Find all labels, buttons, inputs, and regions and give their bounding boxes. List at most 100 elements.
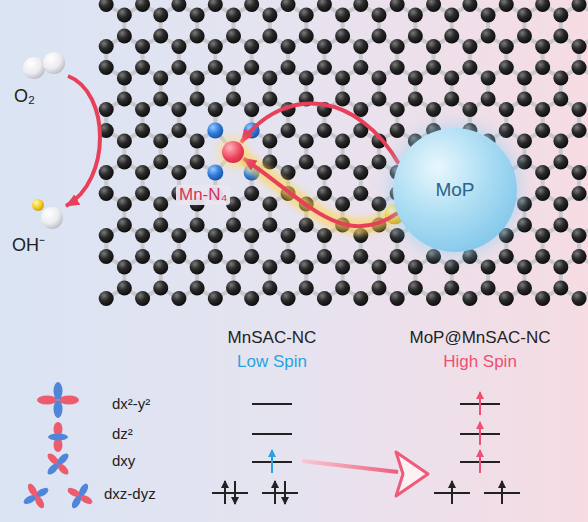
carbon-atom: [317, 291, 332, 306]
carbon-atom: [299, 281, 314, 296]
carbon-atom: [262, 8, 277, 23]
carbon-atom: [499, 123, 514, 138]
molecule-label: OH⁻: [12, 235, 45, 256]
carbon-atom: [244, 102, 259, 117]
reaction-arrow: [66, 76, 100, 206]
carbon-atom: [153, 71, 168, 86]
carbon-atom: [299, 29, 314, 44]
carbon-atom: [226, 8, 241, 23]
carbon-atom: [171, 249, 186, 264]
carbon-atom: [390, 102, 405, 117]
carbon-atom: [517, 71, 532, 86]
carbon-atom: [572, 123, 587, 138]
carbon-atom: [117, 197, 132, 212]
lattice-atoms: [99, 0, 588, 306]
carbon-atom: [335, 29, 350, 44]
carbon-atom: [99, 0, 114, 12]
carbon-atom: [553, 218, 568, 233]
carbon-atom: [572, 165, 587, 180]
orbital-lobe: [37, 396, 57, 405]
carbon-atom: [390, 60, 405, 75]
mn-atom: Mn-N₄: [222, 141, 244, 163]
carbon-atom: [317, 186, 332, 201]
carbon-atom: [444, 29, 459, 44]
carbon-atom: [371, 71, 386, 86]
carbon-atom: [572, 291, 587, 306]
transition-arrow-head: [396, 452, 428, 496]
spin-up-electron: [479, 422, 481, 445]
carbon-atom: [117, 155, 132, 170]
carbon-atom: [117, 71, 132, 86]
carbon-atom: [190, 281, 205, 296]
carbon-atom: [171, 123, 186, 138]
carbon-atom: [353, 39, 368, 54]
carbon-atom: [99, 228, 114, 243]
orbital-dxy: [38, 444, 78, 484]
carbon-atom: [281, 39, 296, 54]
carbon-atom: [553, 155, 568, 170]
carbon-atom: [99, 39, 114, 54]
carbon-atom: [226, 92, 241, 107]
carbon-atom: [408, 8, 423, 23]
carbon-atom: [117, 218, 132, 233]
energy-levels-high-spin: [434, 404, 520, 493]
carbon-atom: [553, 134, 568, 149]
carbon-atom: [553, 281, 568, 296]
carbon-atom: [371, 29, 386, 44]
orbital-dz2: [48, 422, 68, 452]
carbon-atom: [190, 92, 205, 107]
carbon-atom: [335, 281, 350, 296]
carbon-atom: [262, 260, 277, 275]
carbon-atom: [190, 218, 205, 233]
carbon-atom: [426, 60, 441, 75]
carbon-atom: [208, 228, 223, 243]
energy-level: [252, 403, 292, 405]
carbon-atom: [117, 8, 132, 23]
orbital-lobe: [59, 396, 79, 405]
carbon-atom: [317, 249, 332, 264]
carbon-atom: [371, 281, 386, 296]
carbon-atom: [462, 39, 477, 54]
carbon-atom: [335, 197, 350, 212]
carbon-atom: [99, 291, 114, 306]
carbon-atom: [226, 71, 241, 86]
carbon-atom: [244, 186, 259, 201]
node-label: Mn-N₄: [176, 185, 231, 205]
carbon-atom: [99, 102, 114, 117]
orbital-dxz: [17, 477, 55, 515]
carbon-atom: [299, 218, 314, 233]
carbon-atom: [481, 71, 496, 86]
orbital-label: dz²: [112, 425, 133, 442]
energy-level: [252, 433, 292, 435]
carbon-atom: [390, 0, 405, 12]
carbon-atom: [553, 197, 568, 212]
hydrogen-atom: [32, 199, 44, 211]
orbital-lobe: [46, 462, 61, 477]
carbon-atom: [299, 134, 314, 149]
material-label: MoP@MnSAC-NC: [410, 328, 551, 348]
carbon-atom: [462, 291, 477, 306]
carbon-atom: [572, 249, 587, 264]
carbon-atom: [208, 60, 223, 75]
carbon-atom: [135, 102, 150, 117]
carbon-atom: [317, 60, 332, 75]
carbon-atom: [444, 281, 459, 296]
carbon-atom: [153, 197, 168, 212]
carbon-atom: [244, 228, 259, 243]
carbon-atom: [208, 0, 223, 12]
carbon-atom: [535, 228, 550, 243]
carbon-atom: [535, 39, 550, 54]
orbital-label: dx²-y²: [112, 395, 150, 412]
carbon-atom: [317, 39, 332, 54]
spin-up-electron: [501, 481, 503, 504]
carbon-atom: [171, 165, 186, 180]
carbon-atom: [408, 71, 423, 86]
carbon-atom: [535, 0, 550, 12]
carbon-atom: [171, 291, 186, 306]
carbon-atom: [281, 0, 296, 12]
carbon-atom: [171, 102, 186, 117]
carbon-atom: [572, 60, 587, 75]
carbon-atom: [99, 60, 114, 75]
spin-up-electron: [224, 481, 226, 504]
